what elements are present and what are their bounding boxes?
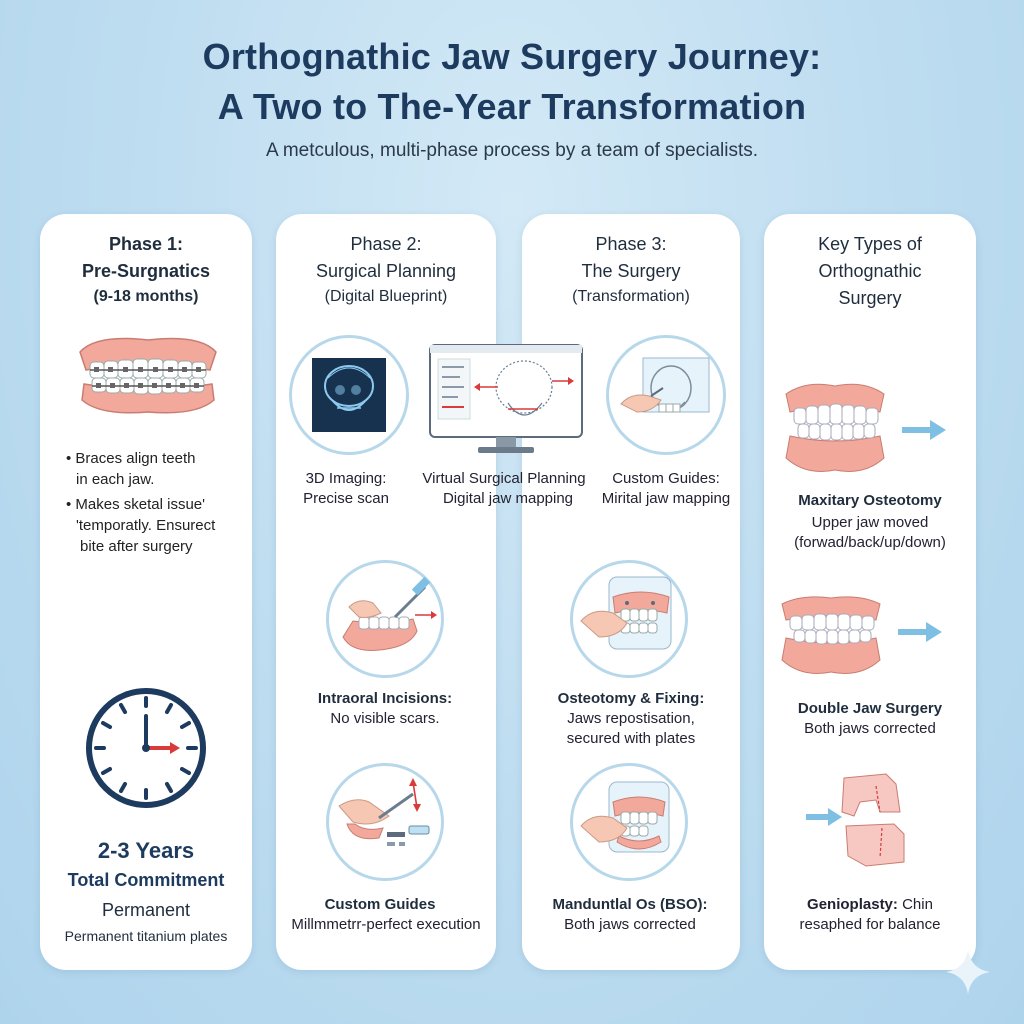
phase1-card: Phase 1: Pre-Surgnatics (9-18 months) — [40, 214, 252, 970]
incision-icon — [326, 560, 444, 678]
osteotomy-title: Osteotomy & Fixing: — [557, 690, 705, 707]
phase1-duration: (9-18 months) — [93, 288, 199, 305]
total-years: 2-3 Years — [97, 838, 195, 863]
phase1-bullet2: • Makes sketal issue' 'temporatly. Ensur… — [66, 494, 215, 557]
phase1-bullet2-line1: • Makes sketal issue' — [66, 496, 205, 513]
maxillary-desc1: Upper jaw moved — [811, 514, 929, 531]
guides2-desc: Millmmetrr-perfect execution — [291, 916, 481, 933]
phase2-title: Phase 2: — [350, 234, 422, 254]
phase1-bullet1-line1: • Braces align teeth — [66, 450, 196, 467]
genioplasty-label: Genioplasty: Chin — [770, 896, 970, 913]
surgical-tools-icon — [326, 763, 444, 881]
maxillary-desc2: (forwad/back/up/down) — [794, 534, 946, 551]
phase3-note: (Transformation) — [572, 288, 690, 305]
phase1-bullet1-line2: in each jaw. — [76, 471, 155, 488]
guides3-desc: Mirital jaw mapping — [601, 490, 731, 507]
total-commitment: Total Commitment — [67, 870, 225, 890]
imaging-desc: Precise scan — [303, 490, 389, 507]
phase3-title: Phase 3: — [595, 234, 667, 254]
guides3-title: Custom Guides: — [612, 470, 720, 487]
arrow-right-icon — [902, 420, 946, 445]
phase3-subtitle: The Surgery — [581, 261, 681, 281]
page-title-line2: A Two to The-Year Transformation — [217, 86, 807, 127]
phase1-subtitle: Pre-Surgnatics — [81, 261, 211, 281]
incisions-desc: No visible scars. — [330, 710, 440, 727]
maxillary-title: Maxitary Osteotomy — [798, 492, 942, 509]
double-jaw-icon — [778, 594, 884, 678]
genio-title: Genioplasty: — [807, 896, 898, 913]
imaging-title: 3D Imaging: — [305, 470, 387, 487]
sparkle-icon — [944, 948, 992, 1001]
incisions-title: Intraoral Incisions: — [317, 690, 453, 707]
bso-desc: Both jaws corrected — [564, 916, 696, 933]
phase2-note: (Digital Blueprint) — [324, 288, 448, 305]
guides2-title: Custom Guides — [324, 896, 436, 913]
braces-teeth-icon — [76, 334, 220, 416]
osteotomy-icon — [570, 560, 688, 678]
phase1-bullet1: • Braces align teeth in each jaw. — [66, 448, 196, 490]
osteotomy-desc2: secured with plates — [566, 730, 696, 747]
page-title-line1: Orthognathic Jaw Surgery Journey: — [202, 36, 822, 77]
types-title-line2: Orthognathic — [818, 261, 922, 281]
phase1-title: Phase 1: — [108, 234, 184, 254]
phase2-subtitle: Surgical Planning — [315, 261, 457, 281]
vsp-desc: Digital jaw mapping — [442, 490, 574, 507]
osteotomy-desc1: Jaws repostisation, — [567, 710, 695, 727]
jaw-model-icon — [780, 380, 890, 476]
genio-desc2: resaphed for balance — [799, 916, 941, 933]
double-jaw-title: Double Jaw Surgery — [797, 700, 943, 717]
genio-desc1: Chin — [897, 896, 933, 913]
phase1-bullet2-line3: bite after surgery — [80, 538, 193, 555]
surgical-guide-icon — [606, 335, 726, 455]
double-jaw-desc: Both jaws corrected — [804, 720, 936, 737]
monitor-planning-icon — [428, 343, 584, 455]
bso-icon — [570, 763, 688, 881]
page-subtitle: A metculous, multi-phase process by a te… — [265, 140, 759, 161]
arrow-right-icon-2 — [898, 622, 942, 647]
vsp-title: Virtual Surgical Planning — [422, 470, 586, 487]
clock-icon — [84, 686, 208, 810]
permanent-label: Permanent — [101, 900, 191, 920]
types-title-line3: Surgery — [838, 288, 902, 308]
bso-title: Manduntlal Os (BSO): — [552, 896, 708, 913]
types-title-line1: Key Types of — [818, 234, 922, 254]
chin-icon — [836, 772, 908, 868]
skull-scan-icon — [289, 335, 409, 455]
phase1-bullet2-line2: 'temporatly. Ensurect — [76, 517, 216, 534]
titanium-plates-label: Permanent titanium plates — [64, 928, 228, 944]
arrow-right-icon-3 — [806, 808, 842, 831]
